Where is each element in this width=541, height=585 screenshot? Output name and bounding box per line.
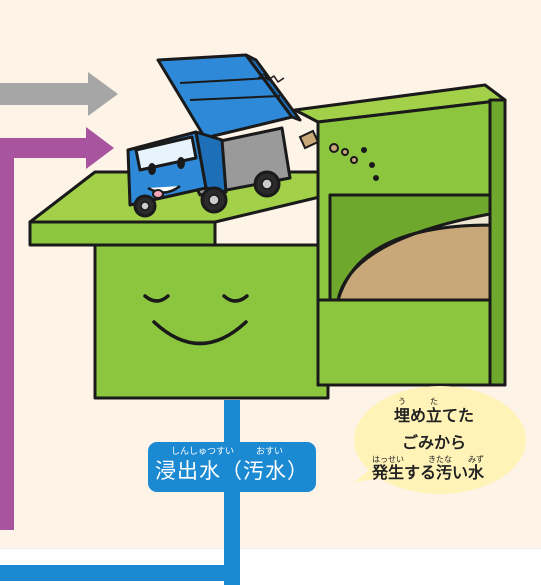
smiling-face-icon (143, 294, 249, 346)
dump-truck-icon (126, 53, 302, 218)
gray-arrow-icon (0, 72, 118, 116)
panel-divider (0, 548, 541, 549)
bubble-line1-reading: う た (398, 397, 438, 406)
leachate-pipe (0, 400, 240, 585)
sewage-reading: おすい (256, 447, 284, 457)
bubble-line3: 発生する汚い水 (372, 463, 485, 482)
leachate-title: 浸出水（汚水） (155, 459, 309, 483)
bubble-line2: ごみから (402, 433, 467, 452)
bubble-line3-reading: はっせい きたな みず (372, 455, 484, 464)
leachate-label: しんしゅつすい おすい 浸出水（汚水） (148, 442, 316, 492)
bubble-line1: 埋め立てた (394, 406, 475, 425)
purple-arrow-icon (0, 127, 114, 530)
falling-debris-icon (298, 129, 379, 181)
leachate-reading: しんしゅつすい (171, 447, 235, 457)
speech-bubble (354, 386, 526, 494)
